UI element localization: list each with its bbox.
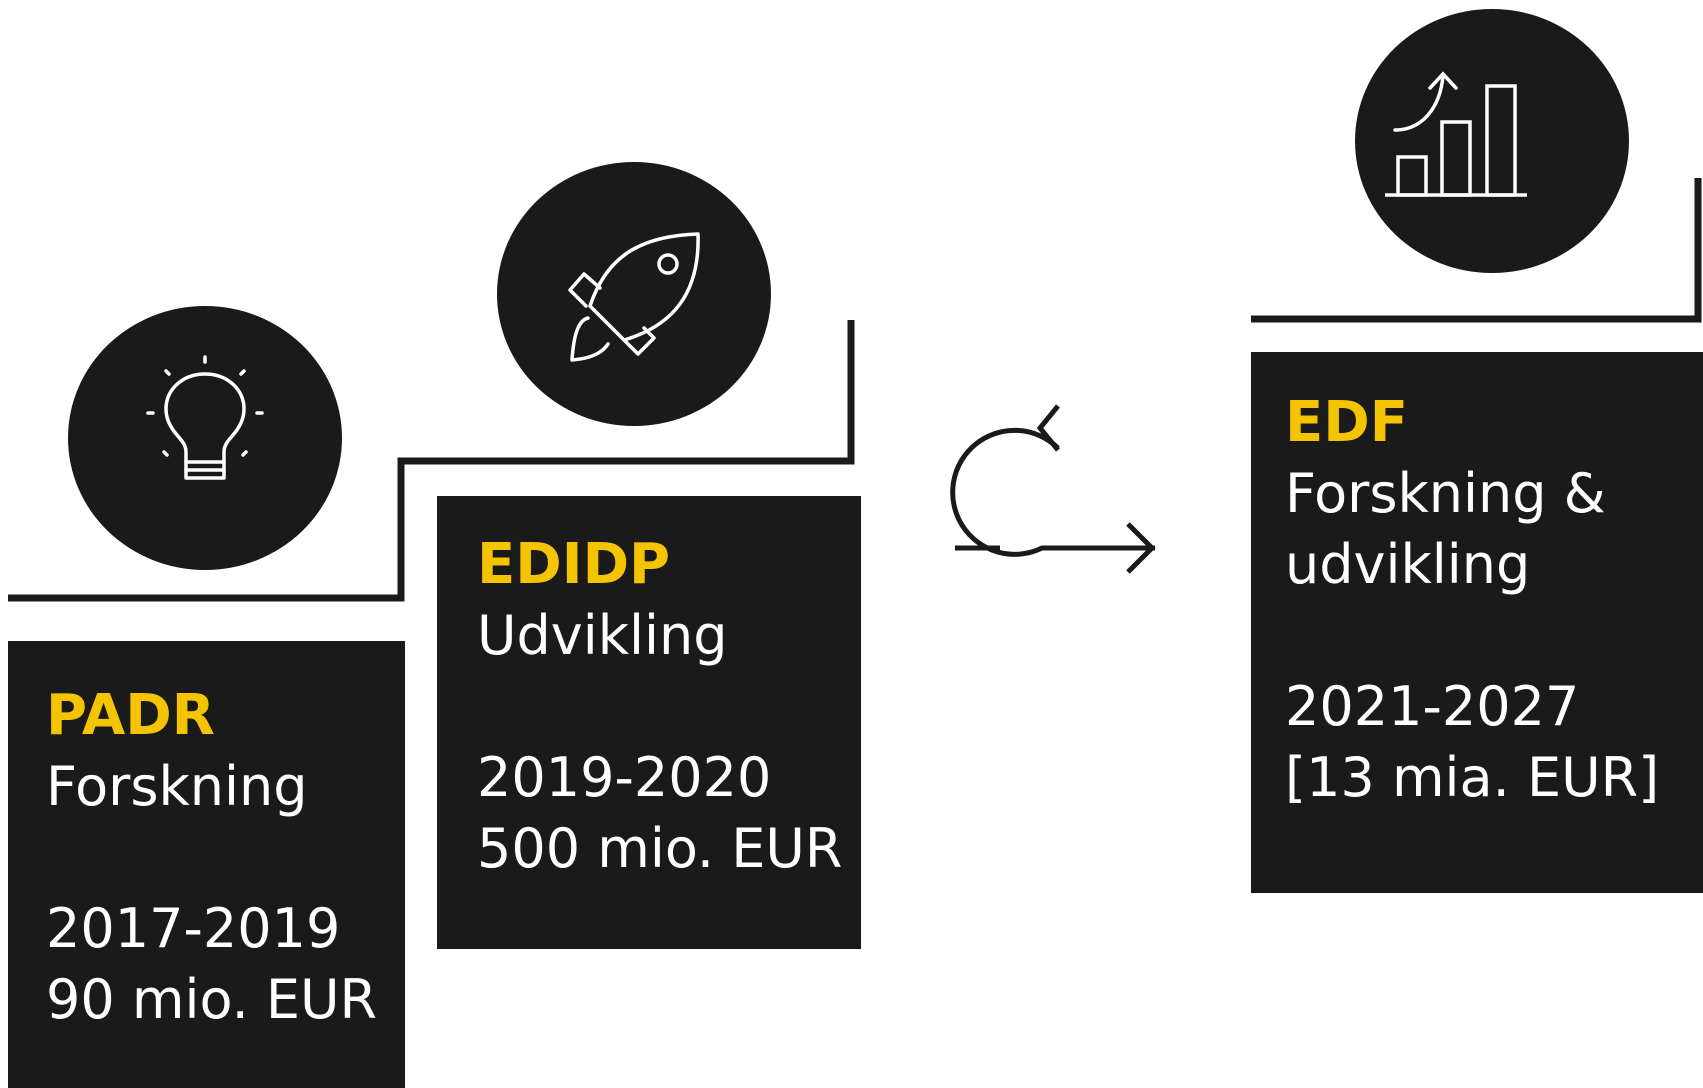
cycle-arrow-icon	[950, 404, 1156, 574]
edf-period: 2021-2027	[1285, 675, 1580, 738]
edidp-box: EDIDP Udvikling 2019-2020 500 mio. EUR	[437, 496, 861, 949]
edidp-budget: 500 mio. EUR	[477, 817, 843, 880]
padr-subtitle: Forskning	[46, 755, 308, 818]
lightbulb-icon	[146, 355, 264, 480]
edf-icon-circle	[1355, 9, 1629, 273]
edidp-period: 2019-2020	[477, 746, 772, 809]
padr-title: PADR	[46, 683, 215, 748]
edf-subtitle: Forskning & udvikling	[1285, 462, 1606, 596]
rocket-icon	[568, 232, 700, 362]
growth-chart-icon	[1385, 71, 1527, 197]
edf-box: EDF Forskning & udvikling 2021-2027 [13 …	[1251, 352, 1703, 893]
edidp-title: EDIDP	[477, 532, 671, 597]
step-line-padr-to-edidp	[8, 320, 855, 602]
padr-icon-circle	[68, 306, 342, 570]
edf-title: EDF	[1285, 390, 1408, 455]
edidp-icon-circle	[497, 162, 771, 426]
edidp-subtitle: Udvikling	[477, 604, 728, 667]
step-line-edf	[1251, 178, 1702, 323]
padr-box: PADR Forskning 2017-2019 90 mio. EUR	[8, 641, 405, 1088]
padr-period: 2017-2019	[46, 897, 341, 960]
padr-budget: 90 mio. EUR	[46, 968, 378, 1031]
edf-budget: [13 mia. EUR]	[1285, 746, 1660, 809]
